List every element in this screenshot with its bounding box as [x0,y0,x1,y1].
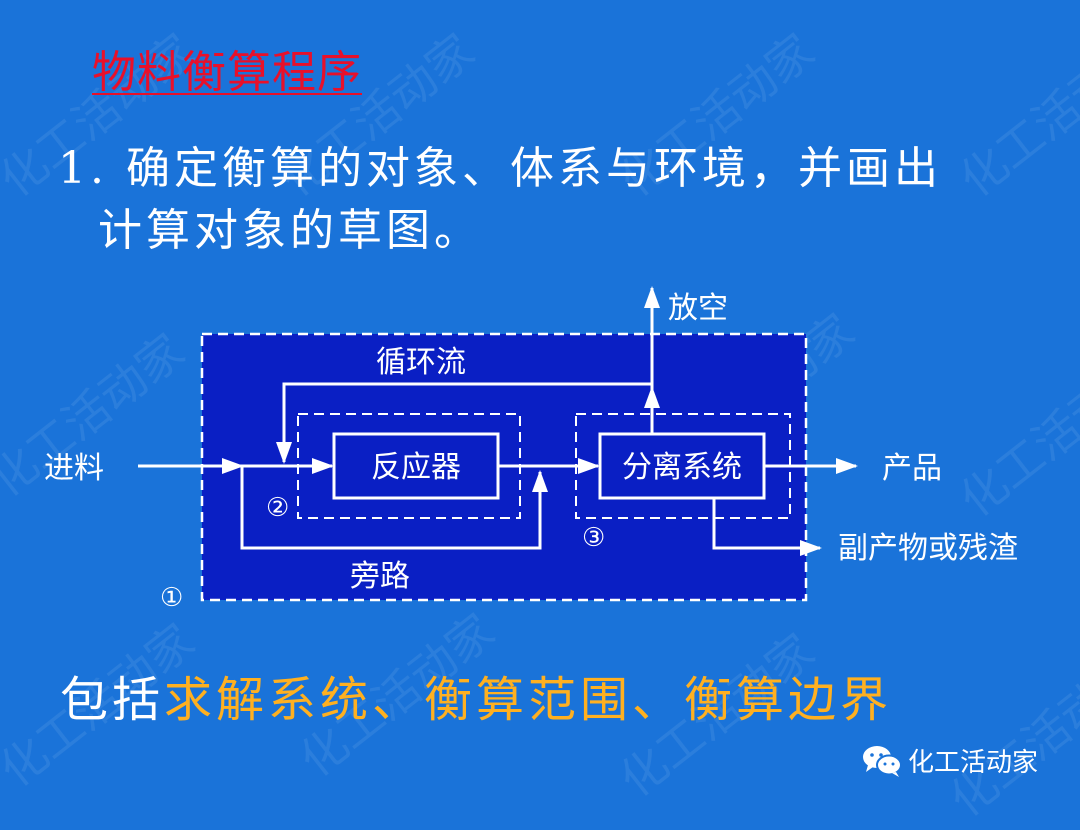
footer-brand-label: 化工活动家 [908,748,1039,778]
summary-prefix: 包括 [60,672,165,728]
process-diagram: 反应器 分离系统 进料 放空 循环流 产品 副产物或残渣 旁路 ① ② ③ [44,286,1018,613]
wechat-icon [863,745,902,777]
boundary-marker-2: ② [266,493,289,523]
byproduct-line [712,498,822,556]
separator-box [598,432,766,500]
boundary-marker-3: ③ [582,523,605,553]
recycle-label: 循环流 [376,345,466,380]
reactor-box [332,432,500,500]
footer-brand: 化工活动家 [862,742,1038,779]
separator-label: 分离系统 [622,450,742,485]
step-1-line-1: 1. 确定衡算的对象、体系与环境，并画出 [58,143,942,194]
bypass-label: 旁路 [350,559,410,594]
bypass-line [240,466,548,550]
page-title: 物料衡算程序 [92,47,362,98]
vent-label: 放空 [668,291,728,326]
step-1-line-2: 计算对象的草图。 [98,205,482,256]
recycle-line [276,382,652,464]
product-label: 产品 [882,451,942,486]
boundary-marker-1: ① [160,583,183,613]
reactor-label: 反应器 [371,450,461,485]
feed-label: 进料 [44,451,104,486]
step-1-text: 1. 确定衡算的对象、体系与环境，并画出 计算对象的草图。 [58,138,1048,262]
byproduct-label: 副产物或残渣 [838,531,1018,566]
summary-text: 包括求解系统、衡算范围、衡算边界 [60,660,892,730]
summary-highlight: 求解系统、衡算范围、衡算边界 [164,672,893,728]
